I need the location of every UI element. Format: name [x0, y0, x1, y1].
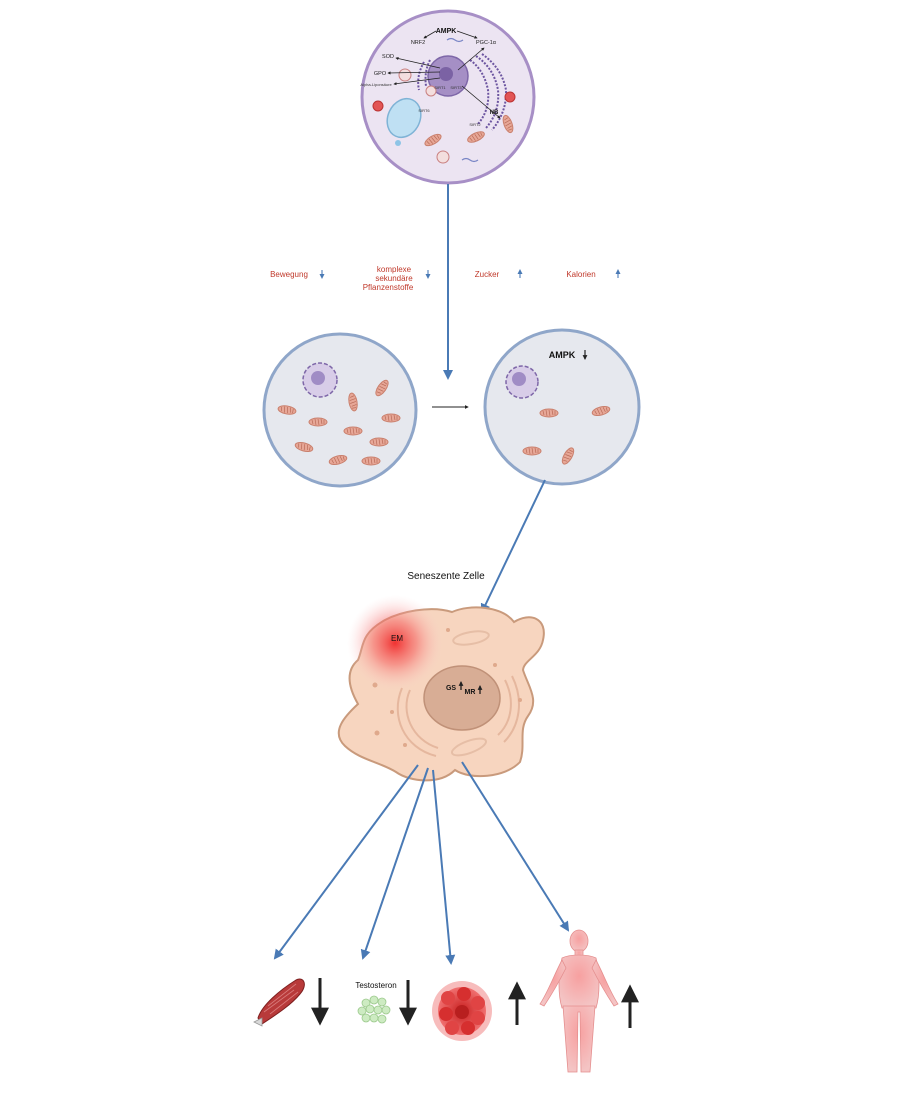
muscle-icon — [253, 978, 305, 1027]
depleted-mito-1 — [539, 408, 559, 418]
factor-pflanzenstoffe-line2: sekundäre — [375, 274, 413, 283]
label-ampk-top: AMPK — [436, 28, 457, 35]
outcome-arrows — [273, 761, 570, 965]
senescent-nucleus — [423, 665, 501, 731]
label-em: EM — [391, 634, 403, 643]
senescent-er — [396, 675, 520, 757]
label-alpha-liponsaeure: Alpha-Liponsäure — [360, 82, 392, 87]
healthy-cell — [262, 332, 418, 488]
top-cell-arrows — [387, 30, 501, 119]
factor-pflanzenstoffe-line1: komplexe — [377, 265, 412, 274]
factor-zucker-label: Zucker — [475, 270, 500, 279]
label-sod: SOD — [382, 54, 394, 60]
arrow-to-tumor — [432, 769, 456, 965]
human-icon — [539, 929, 619, 1073]
healthy-mito-10 — [361, 456, 381, 466]
testosterone-label: Testosteron — [355, 981, 396, 990]
arrow-to-human — [461, 761, 570, 932]
testosterone-icon — [357, 995, 391, 1024]
label-nrf2: NRF2 — [411, 40, 425, 46]
label-pgc: PGC-1α — [476, 40, 497, 46]
endoplasmic-reticulum — [417, 53, 508, 131]
depleted-mito-3 — [522, 446, 542, 456]
em-glow — [347, 595, 443, 691]
label-sirt6: SIRT6 — [418, 108, 430, 113]
arrow-to-testosterone — [360, 767, 429, 960]
depleted-cell: AMPK — [483, 328, 641, 486]
vesicle-1 — [398, 68, 412, 82]
healthy-mito-4 — [308, 417, 328, 427]
senescent-mito-1 — [452, 630, 490, 646]
senescent-cell-title: Seneszente Zelle — [407, 571, 485, 582]
vacuole — [386, 97, 422, 139]
label-gpo: GPO — [374, 71, 387, 77]
label-sirt3: SIRT3 — [450, 85, 462, 90]
factor-pflanzenstoffe-line3: Pflanzenstoffe — [363, 283, 414, 292]
label-sirt2: SIRT2 — [469, 122, 481, 127]
top-cell-membrane — [360, 9, 536, 185]
senescent-mito-2 — [450, 737, 488, 757]
flow-arrow-senescence — [480, 479, 546, 614]
factor-bewegung-label: Bewegung — [270, 270, 308, 279]
label-mr: MR — [465, 689, 476, 696]
label-gs: GS — [446, 685, 456, 692]
factors-row: Bewegung komplexe sekundäre Pflanzenstof… — [270, 265, 621, 292]
label-sirt1: SIRT1 — [434, 85, 446, 90]
tumor-icon — [432, 981, 492, 1041]
top-cell: AMPK NRF2 PGC-1α SOD GPO Alpha-Liponsäur… — [360, 9, 536, 185]
healthy-mito-5 — [381, 413, 401, 423]
healthy-mito-6 — [343, 426, 363, 436]
healthy-mito-8 — [369, 437, 389, 447]
label-ampk-right: AMPK — [549, 350, 576, 360]
factor-kalorien-label: Kalorien — [566, 270, 595, 279]
arrow-to-muscle — [273, 764, 419, 960]
senescent-cell: GS MR EM — [337, 595, 545, 782]
